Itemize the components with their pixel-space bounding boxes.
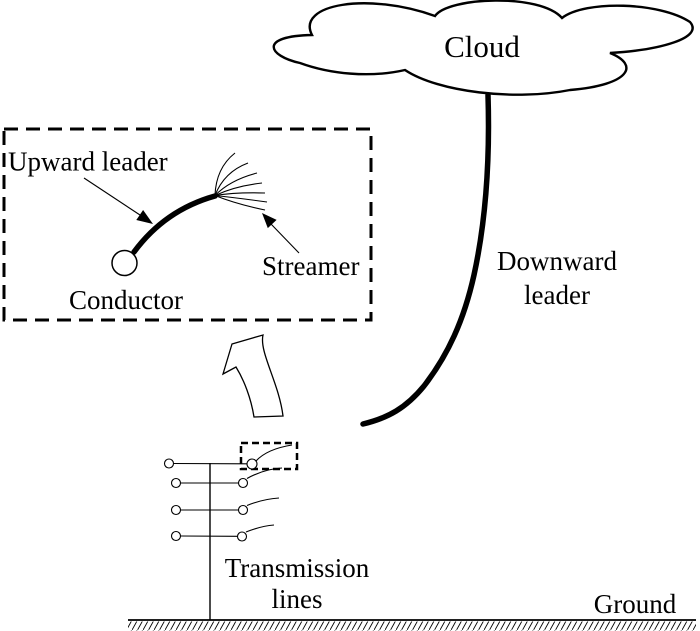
zoom-arrow bbox=[221, 334, 284, 418]
ground-label: Ground bbox=[594, 589, 677, 619]
tower-arm-2 bbox=[170, 467, 283, 489]
cloud-label: Cloud bbox=[444, 29, 520, 64]
ground-hatch bbox=[128, 621, 696, 631]
highlight-dashed-box bbox=[239, 441, 299, 471]
transmission-tower: Transmission lines bbox=[163, 444, 370, 620]
downward-leader-line bbox=[360, 92, 492, 427]
wire-stub-3 bbox=[246, 497, 280, 507]
wire-stub-4 bbox=[245, 524, 275, 533]
downward-leader-label-line1: Downward bbox=[497, 246, 617, 276]
streamer-fan bbox=[214, 152, 268, 211]
wire-stub-2 bbox=[246, 467, 283, 479]
inset-detail: Upward leader Streamer Conductor bbox=[2, 127, 373, 322]
upward-leader-pointer-arrow bbox=[83, 177, 153, 224]
transmission-lines-label-line1: Transmission bbox=[225, 553, 370, 583]
transmission-lines-label-line2: lines bbox=[272, 584, 323, 614]
tower-arm-4 bbox=[170, 524, 275, 542]
tower-arm-3 bbox=[170, 497, 280, 516]
conductor-circle bbox=[111, 249, 138, 277]
upward-leader-line bbox=[131, 193, 218, 255]
cloud: Cloud bbox=[272, 0, 694, 96]
inset-dashed-box bbox=[2, 127, 373, 322]
streamer-pointer-arrow bbox=[262, 213, 300, 254]
upward-leader-label: Upward leader bbox=[8, 147, 168, 177]
downward-leader-label-line2: leader bbox=[524, 280, 590, 310]
cloud-shape bbox=[272, 0, 694, 96]
wire-stub-1 bbox=[255, 444, 293, 462]
conductor-label: Conductor bbox=[69, 285, 183, 315]
downward-leader: Downward leader bbox=[360, 92, 617, 427]
tower-arm-1 bbox=[163, 444, 293, 470]
ground: Ground bbox=[128, 589, 696, 631]
streamer-label: Streamer bbox=[262, 251, 359, 281]
